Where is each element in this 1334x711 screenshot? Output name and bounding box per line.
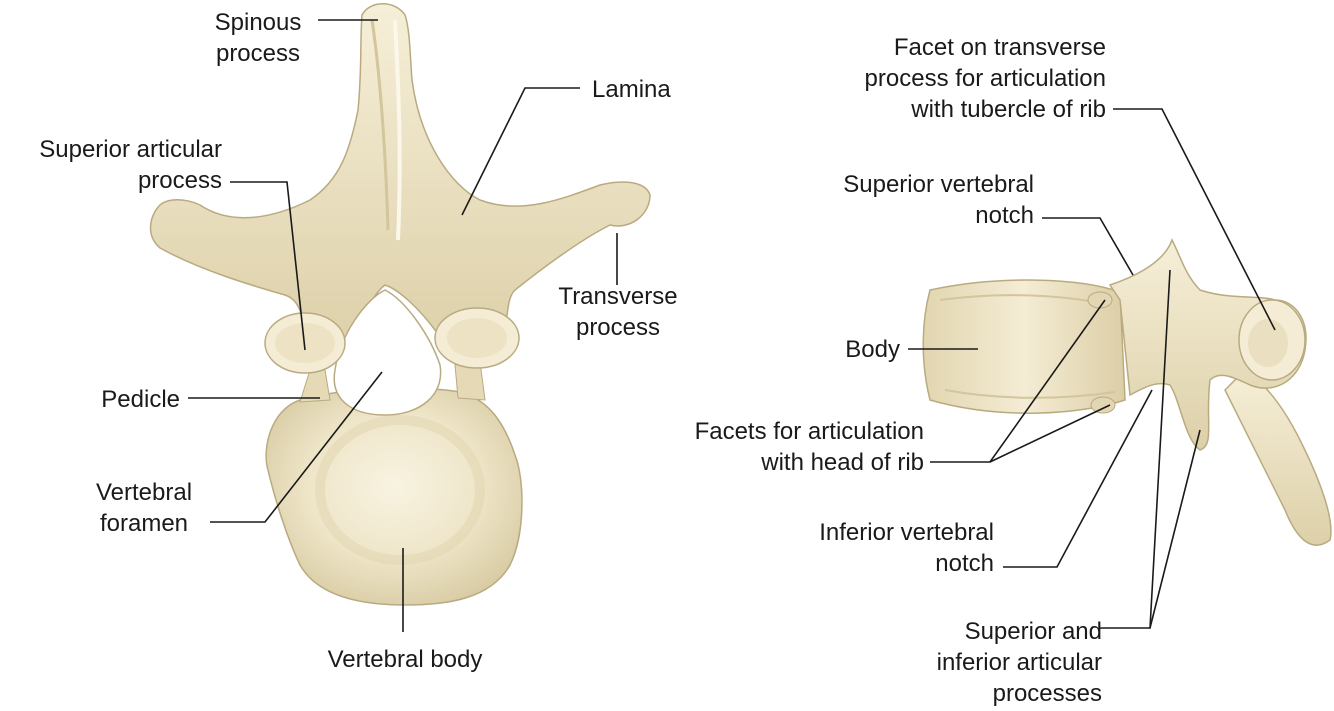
leader-superior-notch bbox=[1042, 218, 1133, 275]
vertebra-lateral-view bbox=[923, 240, 1331, 545]
label-body: Body bbox=[800, 334, 900, 365]
label-svn-line1: Superior vertebral bbox=[790, 169, 1034, 200]
leader-inferior-notch bbox=[1003, 390, 1152, 567]
label-vf-line1: Vertebral bbox=[82, 477, 206, 508]
label-sap-line1: Superior articular bbox=[0, 134, 222, 165]
label-vertebral-body: Vertebral body bbox=[300, 644, 510, 675]
leader-facets-head-rib-b bbox=[990, 405, 1110, 462]
label-svn-line2: notch bbox=[790, 200, 1034, 231]
label-lamina: Lamina bbox=[592, 74, 671, 105]
label-inferior-vertebral-notch: Inferior vertebral notch bbox=[760, 517, 994, 579]
label-facets-head-rib: Facets for articulation with head of rib bbox=[620, 416, 924, 478]
label-facet-transverse: Facet on transverse process for articula… bbox=[790, 32, 1106, 125]
label-vertebral-foramen: Vertebral foramen bbox=[82, 477, 206, 539]
label-tp-line1: Transverse bbox=[540, 281, 696, 312]
label-superior-vertebral-notch: Superior vertebral notch bbox=[790, 169, 1034, 231]
label-tp-line2: process bbox=[540, 312, 696, 343]
label-spinous-process: Spinous process bbox=[198, 7, 318, 69]
label-spinous-line2: process bbox=[198, 38, 318, 69]
label-transverse-process: Transverse process bbox=[540, 281, 696, 343]
label-ivn-line2: notch bbox=[760, 548, 994, 579]
label-sap-line2: process bbox=[0, 165, 222, 196]
label-sia-line2: inferior articular bbox=[880, 647, 1102, 678]
label-sup-inf-articular: Superior and inferior articular processe… bbox=[880, 616, 1102, 709]
label-fhr-line2: with head of rib bbox=[620, 447, 924, 478]
label-sia-line1: Superior and bbox=[880, 616, 1102, 647]
label-fhr-line1: Facets for articulation bbox=[620, 416, 924, 447]
label-ft-line2: process for articulation bbox=[790, 63, 1106, 94]
label-ft-line1: Facet on transverse bbox=[790, 32, 1106, 63]
label-superior-articular-process: Superior articular process bbox=[0, 134, 222, 196]
label-pedicle: Pedicle bbox=[60, 384, 180, 415]
spinous-process-lateral-shape bbox=[1225, 370, 1331, 545]
label-ft-line3: with tubercle of rib bbox=[790, 94, 1106, 125]
leader-sup-inf-b bbox=[1150, 430, 1200, 628]
label-vf-line2: foramen bbox=[82, 508, 206, 539]
label-sia-line3: processes bbox=[880, 678, 1102, 709]
label-spinous-line1: Spinous bbox=[198, 7, 318, 38]
leader-lamina bbox=[462, 88, 580, 215]
label-ivn-line1: Inferior vertebral bbox=[760, 517, 994, 548]
